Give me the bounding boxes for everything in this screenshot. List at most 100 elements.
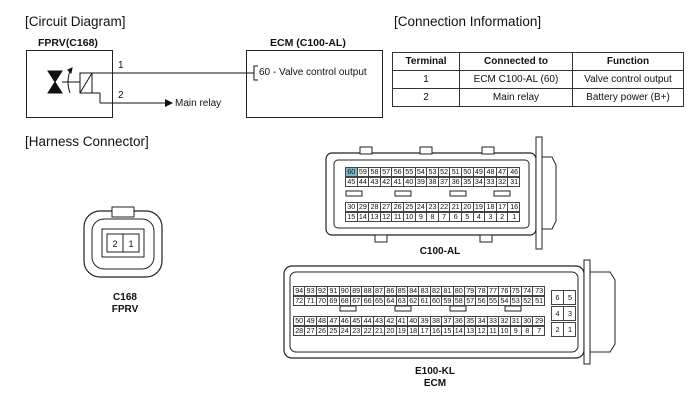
pin-cell: 31: [510, 177, 519, 186]
pin-cell: 47: [328, 317, 340, 325]
pin-cell: 46: [340, 317, 351, 325]
c100-caption: C100-AL: [419, 246, 461, 257]
pin-cell: 4: [552, 307, 564, 320]
pin-cell: 48: [317, 317, 329, 325]
harness-connector-heading: [Harness Connector]: [25, 134, 149, 149]
pin-cell: 22: [439, 203, 451, 211]
pin-cell: 25: [328, 327, 340, 335]
pin-cell: 23: [351, 327, 363, 335]
pin-cell: 20: [462, 203, 474, 211]
pin-cell: 17: [497, 203, 509, 211]
pin-cell: 21: [374, 327, 386, 335]
pin-cell: 13: [465, 327, 477, 335]
pin-cell: 8: [522, 327, 534, 335]
pin-cell: 60: [431, 297, 443, 305]
fprv-pin-2: 2: [112, 239, 118, 249]
pin-cell: 9: [416, 213, 428, 221]
pin-cell: 71: [305, 297, 317, 305]
pin-cell: 46: [510, 167, 519, 176]
ecm-pin-text: 60 - Valve control output: [259, 67, 367, 78]
pin-cell: 49: [474, 168, 486, 176]
pin-cell: 87: [374, 287, 386, 295]
pin-cell: 35: [462, 178, 474, 186]
pin-cell: 42: [381, 178, 393, 186]
cell-connected-to: Main relay: [459, 88, 573, 107]
pin-cell: 90: [340, 287, 351, 295]
cell-terminal: 2: [392, 88, 460, 107]
pin-cell: 59: [358, 168, 370, 176]
e100-caption-name: ECM: [423, 378, 447, 389]
pin-cell: 42: [385, 317, 397, 325]
pin-cell: 74: [522, 287, 534, 295]
cell-terminal: 1: [392, 70, 460, 89]
ecm-label: ECM (C100-AL): [270, 37, 346, 49]
pin-cell: 61: [419, 297, 431, 305]
pin-cell: 1: [568, 325, 572, 334]
fprv-label: FPRV(C168): [38, 37, 98, 49]
pin-cell: 15: [346, 213, 358, 221]
pin-cell: 63: [397, 297, 408, 305]
pin-cell: 33: [488, 317, 500, 325]
table-row: 2 Main relay Battery power (B+): [392, 88, 684, 107]
pin-cell: 4: [474, 213, 486, 221]
pin-cell: 54: [416, 168, 428, 176]
pin-cell: 55: [488, 297, 500, 305]
connection-table: Terminal Connected to Function 1 ECM C10…: [392, 52, 684, 107]
pin-cell: 9: [511, 327, 522, 335]
pin-cell: 49: [305, 317, 317, 325]
cell-connected-to: ECM C100-AL (60): [459, 70, 573, 89]
pin-cell: 36: [454, 317, 465, 325]
fprv-pin-1: 1: [128, 239, 134, 249]
pin-cell: 57: [465, 297, 477, 305]
pin-cell: 43: [369, 178, 381, 186]
pin-cell: 50: [462, 168, 474, 176]
pin-cell: 39: [416, 178, 428, 186]
pin-cell: 24: [416, 203, 428, 211]
pin-cell: 37: [442, 317, 454, 325]
pin-cell: 19: [474, 203, 486, 211]
pin-cell: 92: [317, 287, 329, 295]
pin-cell: 25: [404, 203, 416, 211]
pin-cell: 20: [385, 327, 397, 335]
pin-cell: 72: [294, 297, 306, 305]
pin-cell: 7: [537, 326, 542, 335]
pin-cell: 78: [476, 287, 488, 295]
cell-function: Battery power (B+): [572, 88, 684, 107]
pin-cell: 94: [294, 287, 306, 295]
pin-cell: 58: [369, 168, 381, 176]
pin-cell: 2: [497, 213, 509, 221]
fprv-caption-code: C168: [113, 292, 137, 303]
table-row: 1 ECM C100-AL (60) Valve control output: [392, 70, 684, 89]
pin-cell: 19: [397, 327, 408, 335]
pin-cell: 30: [346, 203, 358, 211]
pin-cell: 62: [408, 297, 420, 305]
pin-cell: 26: [392, 203, 404, 211]
pin-cell: 26: [317, 327, 329, 335]
pin-cell: 82: [431, 287, 443, 295]
pin-cell: 6: [552, 291, 564, 304]
pin-cell: 3: [568, 309, 572, 318]
pin-cell: 32: [499, 317, 511, 325]
pin-cell: 45: [346, 178, 358, 186]
pin-cell: 1: [512, 212, 517, 221]
pin-cell: 17: [419, 327, 431, 335]
pin-2-label: 2: [118, 90, 124, 101]
fprv-box: [26, 50, 113, 118]
pin-cell: 93: [305, 287, 317, 295]
e100-caption: E100-KL ECM: [395, 366, 475, 390]
pin-cell: 23: [427, 203, 439, 211]
pin-cell: 15: [442, 327, 454, 335]
pin-cell: 11: [488, 327, 500, 335]
table-header-row: Terminal Connected to Function: [392, 52, 684, 71]
pin-cell: 55: [404, 168, 416, 176]
pin-cell: 5: [462, 213, 474, 221]
connection-information-heading: [Connection Information]: [394, 14, 542, 29]
main-relay-label: Main relay: [175, 98, 222, 109]
pin-cell: 48: [485, 168, 497, 176]
valve-symbol: [47, 67, 93, 94]
pin-cell: 39: [419, 317, 431, 325]
pin-cell: 68: [340, 297, 351, 305]
